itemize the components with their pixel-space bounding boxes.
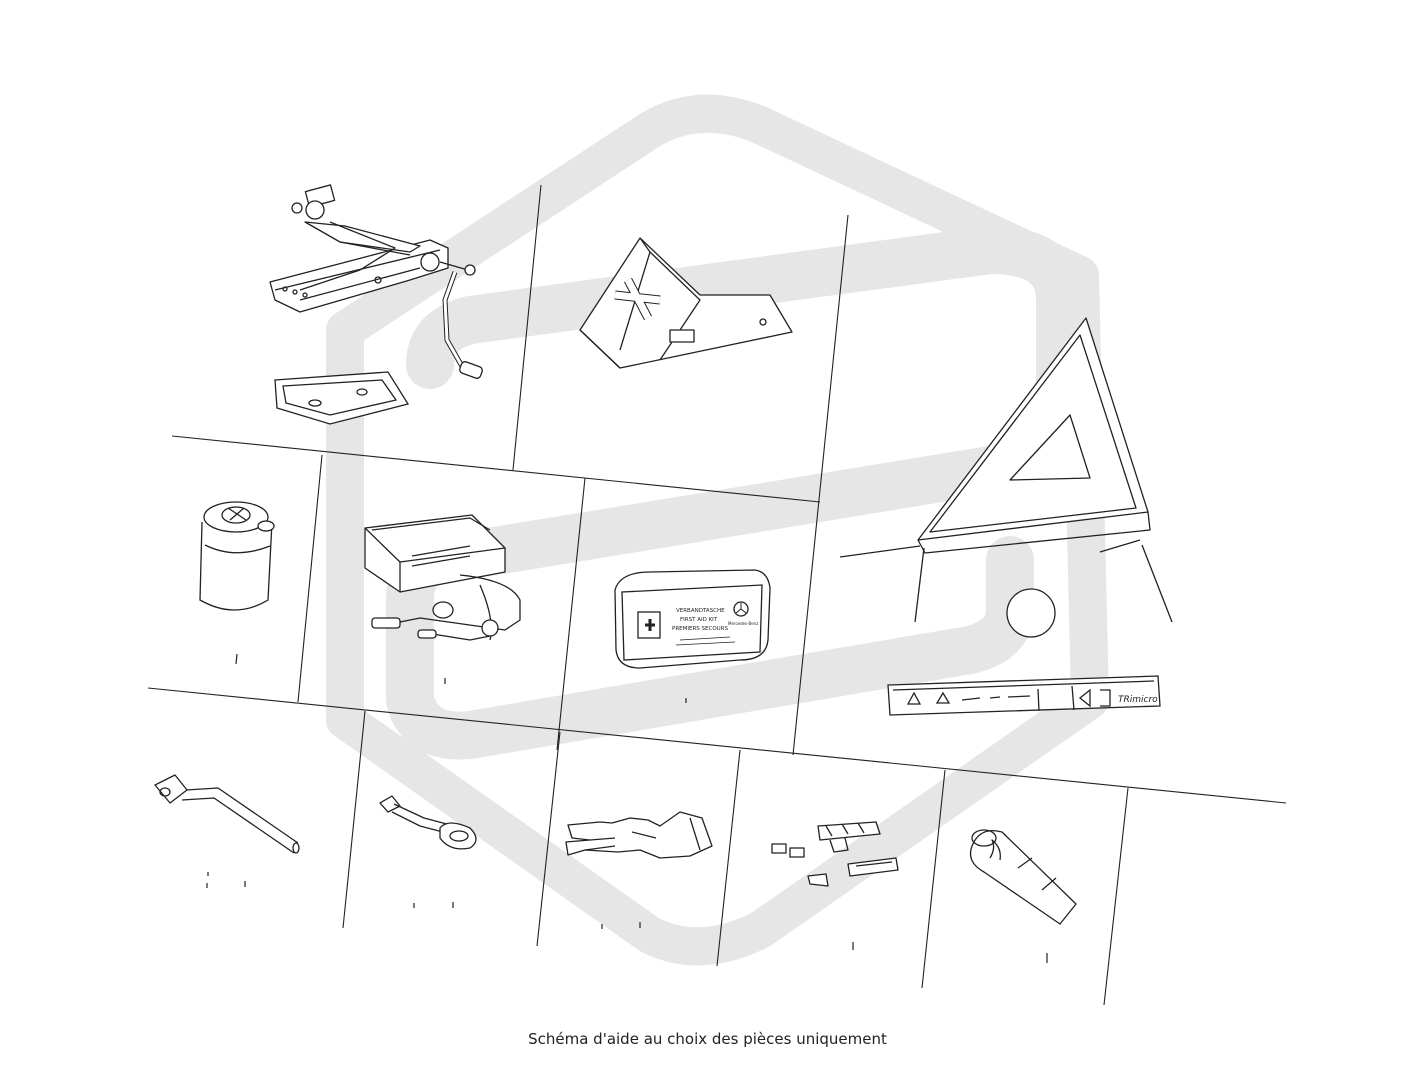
- first-aid-kit-part[interactable]: VERBANDTASCHE FIRST AID KIT PREMIERS SEC…: [614, 569, 771, 669]
- kit-brand: Mercedes-Benz: [728, 621, 758, 626]
- reference-marks: [206, 653, 1048, 963]
- wheel-chock-part[interactable]: [579, 237, 793, 369]
- kit-line-1: VERBANDTASCHE: [676, 608, 725, 614]
- reflector-label: TRimicro: [1118, 695, 1158, 705]
- lug-wrench-part[interactable]: [154, 774, 300, 854]
- triangle-case-part[interactable]: TRimicro: [887, 675, 1161, 716]
- extinguisher-part[interactable]: [969, 829, 1077, 925]
- tire-compressor-part[interactable]: [364, 514, 521, 641]
- kit-line-2: FIRST AID KIT: [680, 617, 718, 623]
- fuses-part[interactable]: [771, 821, 899, 887]
- warning-triangle-part[interactable]: [839, 317, 1173, 638]
- cylinder-part[interactable]: [199, 501, 275, 611]
- kit-line-3: PREMIERS SECOURS: [672, 626, 728, 632]
- grid-lines: [147, 184, 1287, 1006]
- gloves-part[interactable]: [565, 811, 713, 859]
- jack-base-plate-part[interactable]: [274, 371, 410, 425]
- diagram-caption: Schéma d'aide au choix des pièces unique…: [528, 1030, 887, 1048]
- car-jack-part[interactable]: [269, 184, 483, 379]
- towing-eye-part[interactable]: [379, 795, 477, 850]
